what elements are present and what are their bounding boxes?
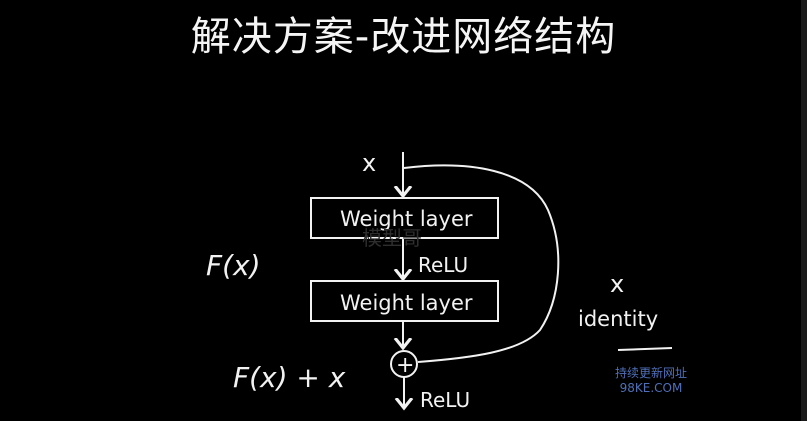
sum-output-label: F(x) + x: [233, 361, 346, 394]
relu-mid-label: ReLU: [418, 253, 468, 277]
identity-skip-connection: [403, 164, 560, 363]
identity-label: identity: [578, 307, 658, 331]
weight-layer-2-label: Weight layer: [340, 291, 473, 315]
weight-layer-1-label: Weight layer: [340, 207, 473, 231]
weight-layer-1-box: [310, 197, 499, 239]
sum-symbol: +: [396, 353, 414, 378]
weight-layer-2-box: [310, 280, 499, 322]
faint-watermark: 模型哥: [362, 226, 422, 250]
watermark-line-1: 持续更新网址: [614, 366, 687, 380]
relu-out-label: ReLU: [420, 388, 470, 412]
identity-underline: [617, 347, 673, 351]
frame-edge: [801, 0, 807, 421]
fx-label: F(x): [206, 249, 261, 282]
input-label: x: [362, 149, 376, 177]
watermark-line-2: 98KE.COM: [619, 381, 683, 395]
identity-x-label: x: [610, 270, 624, 298]
slide-title: 解决方案-改进网络结构: [190, 14, 617, 60]
